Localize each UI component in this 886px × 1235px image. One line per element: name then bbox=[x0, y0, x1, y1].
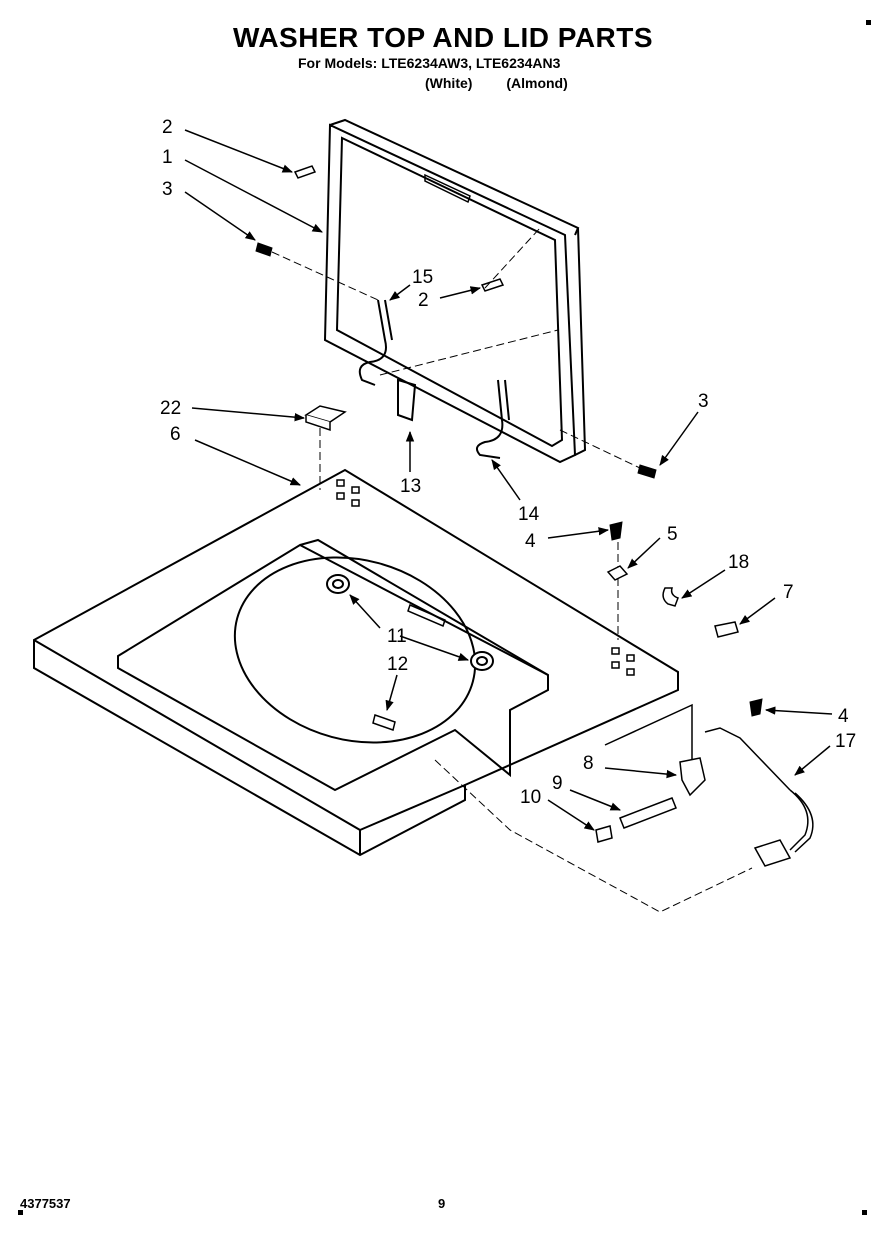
lid-switch-actuator bbox=[679, 757, 706, 797]
callout-18: 18 bbox=[728, 552, 749, 573]
page-title: WASHER TOP AND LID PARTS bbox=[232, 22, 654, 53]
leader-lines bbox=[184, 129, 833, 831]
registration-mark-bottom-right bbox=[862, 1210, 867, 1215]
lid-pin-lower bbox=[480, 278, 505, 292]
callout-5: 5 bbox=[667, 524, 678, 545]
callout-11: 11 bbox=[387, 626, 407, 647]
callout-14: 14 bbox=[518, 504, 540, 525]
panel-holes bbox=[336, 479, 635, 676]
callout-9: 9 bbox=[552, 773, 563, 794]
callout-8: 8 bbox=[583, 753, 594, 774]
switch-retainer bbox=[595, 825, 613, 843]
callout-1: 1 bbox=[162, 147, 173, 168]
hinge-bracket bbox=[397, 378, 417, 422]
nut-5 bbox=[606, 565, 629, 581]
page-header: WASHER TOP AND LID PARTS bbox=[0, 22, 886, 54]
document-number: 4377537 bbox=[20, 1196, 71, 1211]
switch-spring bbox=[619, 797, 677, 829]
registration-mark-bottom-left bbox=[18, 1210, 23, 1215]
callout-12: 12 bbox=[387, 654, 408, 675]
lid-hinge-right bbox=[475, 379, 510, 459]
washer-top-panel bbox=[33, 468, 679, 857]
callout-17: 17 bbox=[835, 731, 856, 752]
callout-15: 15 bbox=[412, 267, 433, 288]
callout-4-upper: 4 bbox=[525, 531, 536, 552]
callout-3-upper: 3 bbox=[162, 179, 173, 200]
lid-pin-upper bbox=[293, 165, 317, 179]
color-almond-label: (Almond) bbox=[506, 75, 568, 91]
lid-strike bbox=[304, 405, 347, 432]
color-white-label: (White) bbox=[425, 75, 473, 91]
screw-upper-left bbox=[255, 242, 273, 257]
clip-18 bbox=[662, 587, 679, 607]
lid-frame bbox=[323, 118, 587, 464]
callout-10: 10 bbox=[520, 787, 541, 808]
callout-13: 13 bbox=[400, 476, 421, 497]
lid-hinge-left bbox=[358, 299, 393, 386]
lid-switch-harness bbox=[704, 727, 814, 867]
callout-2-lower: 2 bbox=[418, 290, 429, 311]
bracket-outline bbox=[604, 703, 693, 760]
callout-4-lower: 4 bbox=[838, 706, 849, 727]
callout-7: 7 bbox=[783, 582, 794, 603]
registration-mark-top-right bbox=[866, 20, 871, 25]
screw-lower-right bbox=[637, 464, 657, 479]
callout-2-upper: 2 bbox=[162, 117, 173, 138]
screw-4-upper bbox=[609, 521, 623, 541]
lid-bumper-right bbox=[470, 651, 494, 671]
lid-bumper-left bbox=[326, 574, 350, 594]
clip-7 bbox=[714, 621, 739, 638]
callout-22: 22 bbox=[160, 398, 181, 419]
callout-3-lower: 3 bbox=[698, 391, 709, 412]
models-line: For Models: LTE6234AW3, LTE6234AN3 bbox=[298, 55, 561, 71]
callout-6: 6 bbox=[170, 424, 181, 445]
screw-12 bbox=[372, 714, 396, 731]
model-colors: (White) (Almond) bbox=[425, 75, 568, 92]
assembly-lines bbox=[271, 227, 753, 913]
callout-labels: 2 1 3 15 2 22 6 13 3 14 4 5 18 7 11 12 4… bbox=[160, 117, 856, 808]
screw-4-lower bbox=[749, 698, 763, 717]
page-number: 9 bbox=[438, 1196, 446, 1211]
